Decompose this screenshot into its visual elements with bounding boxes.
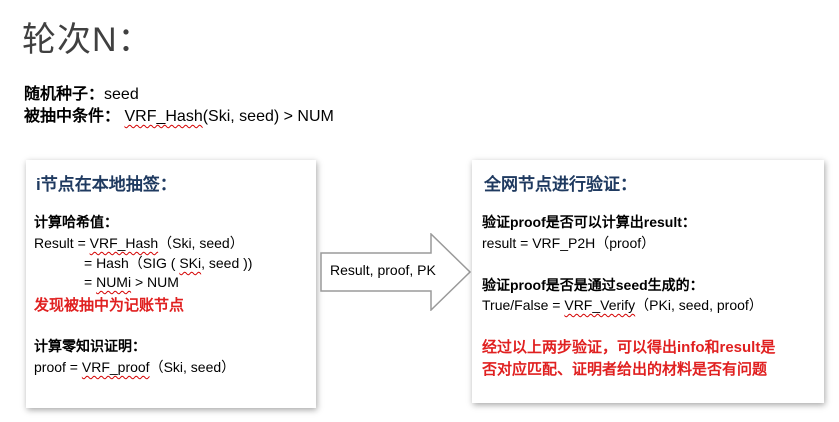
zk-line-fn: VRF_proof: [81, 359, 150, 375]
condition-rest: (Ski, seed) > NUM: [202, 108, 334, 125]
conclusion-line-1: 经过以上两步验证，可以得出info和result是: [482, 339, 776, 356]
slide-title: 轮次N：: [22, 21, 153, 59]
hash-line-2-rest: , seed )): [201, 255, 253, 271]
condition-label: 被抽中条件：: [24, 108, 121, 125]
arrow-label: Result, proof, PK: [330, 262, 436, 278]
verify-2-fn: VRF_Verify: [564, 297, 636, 313]
zk-line-prefix: proof =: [34, 359, 82, 375]
verify-1-expr: result = VRF_P2H（proof）: [482, 235, 656, 251]
hash-line-1-fn: VRF_Hash: [89, 235, 159, 251]
condition-fn: VRF_Hash: [124, 108, 203, 125]
verify-1-title: 验证proof是否可以计算出result：: [482, 214, 696, 230]
hash-title: 计算哈希值：: [34, 214, 118, 230]
local-lottery-heading: i节点在本地抽签：: [36, 175, 177, 194]
zk-title: 计算零知识证明：: [34, 338, 146, 354]
hash-line-2-sk: SKi: [179, 255, 202, 271]
verify-2-title: 验证proof是否是通过seed生成的：: [482, 277, 704, 293]
hash-line-2-prefix: = Hash（SIG (: [84, 255, 180, 271]
seed-line: 随机种子：seed: [24, 80, 139, 104]
hash-line-3-var: NUMi: [96, 274, 132, 290]
network-verify-box: 全网节点进行验证： 验证proof是否可以计算出result： result =…: [472, 160, 824, 403]
seed-label: 随机种子：: [24, 86, 105, 103]
verify-2-expr: True/False = VRF_Verify（PKi, seed, proof…: [482, 295, 763, 315]
local-lottery-box: i节点在本地抽签： 计算哈希值： Result = VRF_Hash（Ski, …: [26, 160, 316, 408]
network-verify-heading: 全网节点进行验证：: [484, 175, 637, 194]
hash-line-2: = Hash（SIG ( SKi, seed )): [84, 253, 252, 273]
seed-value: seed: [104, 86, 139, 103]
zk-line: proof = VRF_proof（Ski, seed）: [34, 357, 235, 377]
hash-line-3: = NUMi > NUM: [84, 274, 179, 290]
verify-2-prefix: True/False =: [482, 297, 565, 313]
zk-line-args: （Ski, seed）: [149, 359, 236, 375]
right-arrow-icon: [320, 233, 472, 311]
hash-line-3-prefix: =: [84, 274, 97, 290]
hash-line-3-rest: > NUM: [131, 274, 179, 290]
hash-line-1-prefix: Result =: [34, 235, 90, 251]
condition-line: 被抽中条件： VRF_Hash(Ski, seed) > NUM: [24, 102, 334, 126]
hash-line-1-args: （Ski, seed）: [158, 235, 244, 251]
hash-line-1: Result = VRF_Hash（Ski, seed）: [34, 233, 244, 253]
conclusion-line-2: 否对应匹配、证明者给出的材料是否有问题: [482, 361, 768, 378]
selected-note: 发现被抽中为记账节点: [34, 297, 185, 314]
verify-2-args: （PKi, seed, proof）: [635, 297, 763, 313]
